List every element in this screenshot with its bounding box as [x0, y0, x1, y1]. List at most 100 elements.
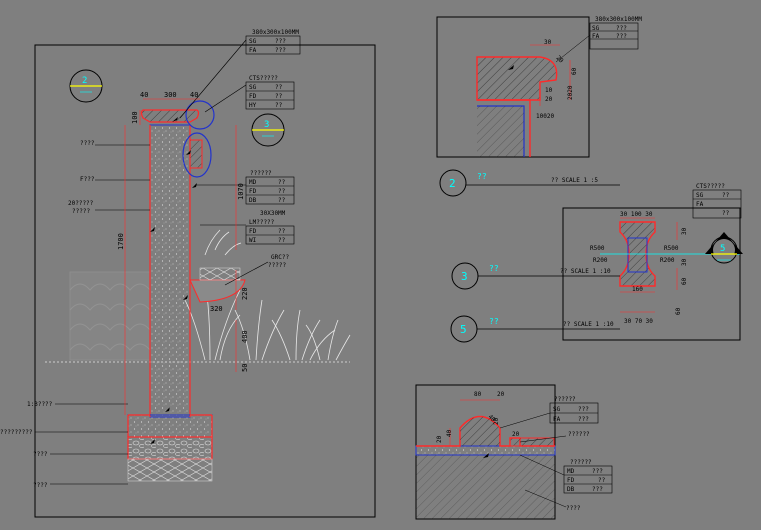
shaft-callout-outline [182, 132, 212, 178]
d4-tag2-r1-v: ?? [598, 477, 606, 484]
d4-dim-20c: 20 [436, 435, 443, 443]
d2-tag-title: 380x300x100MM [595, 16, 642, 23]
d3-dim-r200r: R200 [660, 257, 675, 264]
tag-cts-r2-k: HY [249, 102, 257, 109]
d3-dim-bot: 30 70 30 [624, 318, 653, 325]
tag-lm-r1-k: WI [249, 237, 257, 244]
tag-top: 380x300x100MM SG ??? FA ??? [245, 29, 301, 55]
tag-mid-r1-k: FD [249, 188, 257, 195]
d2-tag-r0-v: ??? [616, 25, 627, 32]
tag-lm-title: 30X30MM [260, 210, 286, 217]
callout-2[interactable]: 2 [69, 69, 103, 103]
d4-tag1-r1-k: FA [553, 416, 561, 423]
d4-dim-40b: 40 [446, 429, 453, 437]
dim-400: 400 [241, 330, 249, 343]
d3-marker-label: ?? [489, 264, 499, 273]
tag-top-r1-k: FA [249, 47, 257, 54]
cap-callout-outline [185, 100, 215, 130]
section-arrows [150, 117, 197, 444]
dimension-lines [124, 98, 237, 415]
section-marker-5[interactable]: 5 [705, 232, 743, 264]
foliage [69, 271, 151, 361]
left-label-0: ???? [80, 140, 95, 147]
d4-dim-20a: 20 [497, 391, 505, 398]
d2-marker[interactable]: 2 ?? ?? SCALE 1 :5 [439, 169, 620, 197]
d2-dim-30: 30 [544, 39, 552, 46]
tag-lm-r0-v: ?? [278, 228, 286, 235]
column-cap [140, 109, 200, 123]
tag-cts-r1-v: ?? [275, 93, 283, 100]
d3-tag-r1-v: ?? [722, 210, 730, 217]
tag-cts-r1-k: FD [249, 93, 257, 100]
tag-cts-r0-k: SG [249, 84, 257, 91]
d5-scale: ?? SCALE 1 :10 [563, 321, 614, 328]
grass-plants [45, 229, 351, 363]
column-base [127, 414, 213, 482]
detail-4: 80 20 40 20 20 40 20 ?????? SG ??? FA ??… [415, 384, 613, 520]
callout-3[interactable]: 3 [251, 113, 285, 147]
tag-mid-title: ?????? [250, 170, 272, 177]
grc-label: GRC?? [271, 254, 289, 261]
tag-mid-r2-v: ?? [278, 197, 286, 204]
d2-marker-label: ?? [477, 172, 487, 181]
dim-1700: 1700 [117, 233, 125, 250]
d4-dim-40: 40 [487, 413, 497, 423]
leader-lines [35, 39, 269, 485]
d4-tag2-r2-v: ??? [592, 486, 603, 493]
detail-3: 30 100 30 R500 R200 R500 R200 160 30 70 … [450, 183, 743, 343]
d5-marker[interactable]: 5 ?? ?? SCALE 1 :10 [450, 315, 620, 343]
d3-dim-v30a: 30 [681, 227, 688, 235]
tag-mid: ?????? MD ?? FD ?? DB ?? [245, 170, 295, 205]
grc-sub: ????? [268, 262, 286, 269]
d3-dim-v30b: 30 [681, 258, 688, 266]
d4-tag2-r1-k: FD [567, 477, 575, 484]
d3-marker-number: 3 [461, 270, 468, 283]
left-label-2: 20????? [68, 200, 94, 207]
d4-tag2-r0-v: ??? [592, 468, 603, 475]
d3-marker[interactable]: 3 ?? ?? SCALE 1 :10 [451, 262, 620, 290]
dim-50: 50 [241, 364, 249, 372]
left-label-4: 1:3???? [27, 401, 53, 408]
d2-dim-60: 60 [571, 67, 578, 75]
left-label-5: ????????? [0, 429, 33, 436]
tag-cts: CTS????? SG ?? FD ?? HY ?? [245, 75, 295, 110]
tag-lm-sub: LM????? [249, 219, 275, 226]
tag-mid-r0-k: MD [249, 179, 257, 186]
d4-tag2-title: ?????? [570, 459, 592, 466]
d5-marker-label: ?? [489, 317, 499, 326]
d3-dim-r500l: R500 [590, 245, 605, 252]
dim-300: 300 [164, 91, 177, 99]
dim-100: 100 [131, 111, 139, 124]
detail-3-frame [562, 207, 741, 341]
planter-bowl [189, 267, 246, 303]
d4-tag1-r0-k: SG [553, 406, 561, 413]
d3-scale: ?? SCALE 1 :10 [560, 268, 611, 275]
left-label-6: ???? [33, 451, 48, 458]
d4-bottom-label: ???? [566, 505, 581, 512]
d2-dim-2020: 2020 [567, 85, 574, 100]
d2-tag-r0-k: SG [592, 25, 600, 32]
tag-mid-r1-v: ?? [278, 188, 286, 195]
d3-tag-r0-k: SG [696, 192, 704, 199]
main-frame [34, 44, 376, 518]
tag-lm: 30X30MM LM????? FD ?? WI ?? [245, 210, 295, 245]
d2-dim-20b: 20 [545, 96, 553, 103]
d2-tag-r1-k: FA [592, 33, 600, 40]
d4-tag-mid: ?????? [568, 431, 590, 438]
main-elevation: 40 300 40 100 1700 1070 220 320 400 50 2… [0, 29, 376, 518]
tag-top-r1-v: ??? [275, 47, 286, 54]
tag-cts-r2-v: ?? [275, 102, 283, 109]
d4-dim-20d: 20 [512, 431, 520, 438]
d3-dim-v60b: 60 [675, 307, 682, 315]
d2-dim-10: 10 [545, 87, 553, 94]
dim-320: 320 [210, 305, 223, 313]
tag-lm-r0-k: FD [249, 228, 257, 235]
tag-cts-title: CTS????? [249, 75, 278, 82]
tag-top-title: 380x300x100MM [252, 29, 299, 36]
shaft-inset [189, 139, 203, 169]
d4-tag2: ?????? MD ??? FD ?? DB ??? [563, 459, 613, 494]
d4-tag2-r2-k: DB [567, 486, 575, 493]
d2-dim-20: 20 [555, 54, 565, 64]
d4-tag1: ?????? SG ??? FA ??? [549, 396, 599, 424]
